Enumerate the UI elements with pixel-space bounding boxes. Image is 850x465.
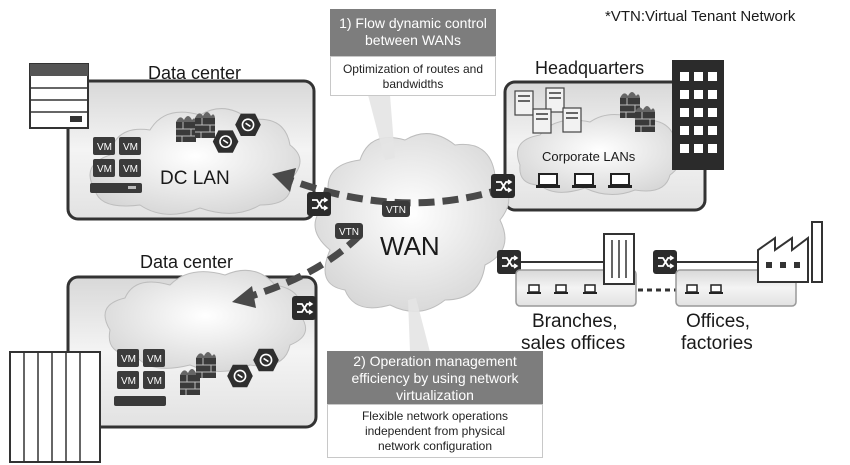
- callout-2-title-line1: 2) Operation management: [353, 353, 517, 369]
- factory-icon: [757, 221, 823, 283]
- svg-text:VM: VM: [97, 164, 112, 175]
- vtn-badge-1: VTN: [382, 201, 410, 217]
- datacenter-2-title: Data center: [140, 252, 233, 272]
- datacenter-building-icon: [29, 63, 89, 129]
- callout-1-body-line1: Optimization of routes and: [342, 62, 484, 76]
- svg-text:VTN: VTN: [339, 227, 359, 238]
- svg-text:VM: VM: [147, 354, 162, 365]
- callout-1-body-line2: bandwidths: [382, 77, 444, 91]
- svg-text:VM: VM: [121, 354, 136, 365]
- callout-1-title-line1: 1) Flow dynamic control: [339, 15, 487, 31]
- headquarters-title: Headquarters: [535, 58, 644, 78]
- callout-1-header: 1) Flow dynamic control between WANs: [330, 9, 496, 56]
- callout-2-title-line2: efficiency by using network: [351, 370, 519, 386]
- wan-label: WAN: [380, 231, 440, 261]
- svg-text:VM: VM: [121, 376, 136, 387]
- callout-2-title-line3: virtualization: [396, 387, 474, 403]
- callout-2-pointer: [408, 298, 430, 352]
- svg-text:VM: VM: [123, 142, 138, 153]
- datacenter-1-title: Data center: [148, 63, 241, 83]
- vtn-footnote: *VTN:Virtual Tenant Network: [605, 8, 796, 25]
- corporate-lans-label: Corporate LANs: [542, 149, 636, 164]
- branch-building-icon: [603, 233, 635, 285]
- offices-label-line1: Offices,: [686, 311, 750, 332]
- dc-lan-label: DC LAN: [160, 168, 230, 189]
- branches-label-line2: sales offices: [521, 333, 625, 354]
- branch-laptop-icon: [526, 284, 598, 295]
- svg-text:VM: VM: [123, 164, 138, 175]
- vtn-link-dc2: [243, 232, 363, 302]
- hq-building-icon: [672, 60, 724, 170]
- branches-label-line1: Branches,: [532, 311, 618, 332]
- laptop-icon: [535, 173, 633, 189]
- callout-2-header: 2) Operation management efficiency by us…: [327, 351, 543, 404]
- callout-1-body: Optimization of routes and bandwidths: [330, 56, 496, 96]
- offices-label-line2: factories: [681, 333, 753, 354]
- callout-2-body-line3: network configuration: [377, 439, 493, 453]
- callout-2-body: Flexible network operations independent …: [327, 404, 543, 458]
- vtn-badge-2: VTN: [335, 223, 363, 239]
- callout-2-body-line1: Flexible network operations: [361, 409, 509, 423]
- callout-1-pointer: [368, 95, 395, 160]
- wan-cloud: [314, 133, 510, 312]
- svg-text:VM: VM: [147, 376, 162, 387]
- vm-cluster-1: VM VM VM VM: [90, 137, 142, 193]
- callout-1-title-line2: between WANs: [365, 32, 461, 48]
- vm-cluster-2: VM VM VM VM: [114, 349, 166, 406]
- svg-text:VTN: VTN: [386, 205, 406, 216]
- svg-text:VM: VM: [97, 142, 112, 153]
- datacenter-building-2-icon: [9, 351, 101, 463]
- callout-2-body-line2: independent from physical: [364, 424, 506, 438]
